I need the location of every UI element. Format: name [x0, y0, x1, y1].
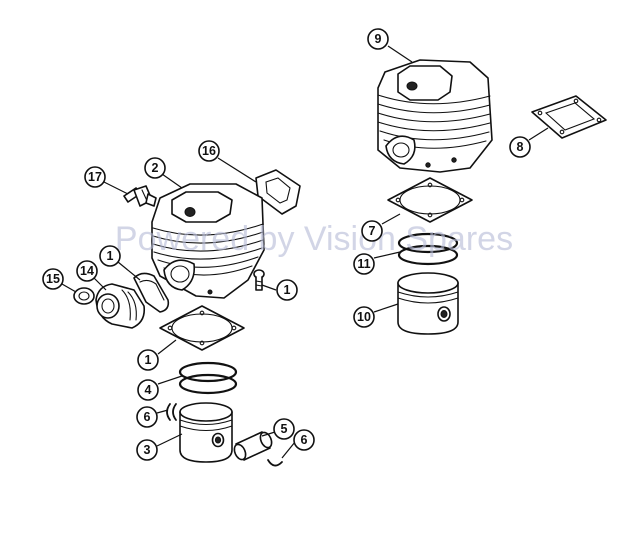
- callout-7: 7: [361, 220, 383, 242]
- callout-11: 11: [353, 253, 375, 275]
- cylinder-right: [377, 59, 493, 173]
- callout-label: 6: [301, 433, 308, 447]
- callout-10: 10: [353, 306, 375, 328]
- callout-1b: 1: [276, 279, 298, 301]
- callout-15: 15: [42, 268, 64, 290]
- callout-label: 8: [517, 140, 524, 154]
- gasket-7: [387, 177, 473, 223]
- piston-right: [397, 272, 459, 335]
- sleeve-15: [73, 287, 95, 305]
- callout-17: 17: [84, 166, 106, 188]
- callout-9: 9: [367, 28, 389, 50]
- callout-label: 1: [107, 249, 114, 263]
- leader-lines: [61, 45, 549, 459]
- callout-label: 11: [357, 257, 370, 271]
- callout-label: 1: [145, 353, 152, 367]
- circlip-6a: [166, 403, 177, 421]
- manifold-14: [95, 283, 146, 329]
- callout-label: 6: [144, 410, 151, 424]
- cylinder-left: [151, 183, 265, 299]
- watermark-text: Powered by Vision Spares: [115, 220, 513, 258]
- callout-label: 3: [144, 443, 151, 457]
- plug-17: [123, 185, 157, 207]
- callout-16: 16: [198, 140, 220, 162]
- callout-label: 14: [80, 264, 94, 278]
- gasket-1-base: [159, 305, 245, 351]
- piston-left: [179, 402, 233, 463]
- callout-label: 9: [375, 32, 382, 46]
- callout-label: 16: [202, 144, 216, 158]
- callout-5: 5: [273, 418, 295, 440]
- callout-4: 4: [137, 379, 159, 401]
- callout-label: 17: [88, 170, 102, 184]
- gasket-8: [531, 95, 607, 139]
- callout-label: 4: [145, 383, 152, 397]
- callout-label: 2: [152, 161, 159, 175]
- callout-1a: 1: [99, 245, 121, 267]
- clamp-1: [133, 272, 170, 313]
- callout-label: 5: [281, 422, 288, 436]
- piston-rings-left: [178, 361, 238, 395]
- callout-6b: 6: [293, 429, 315, 451]
- callout-1c: 1: [137, 349, 159, 371]
- callout-8: 8: [509, 136, 531, 158]
- callout-2: 2: [144, 157, 166, 179]
- piston-rings-right: [397, 232, 459, 266]
- callout-label: 7: [369, 224, 376, 238]
- callout-14: 14: [76, 260, 98, 282]
- callout-label: 15: [46, 272, 60, 286]
- callout-6a: 6: [136, 406, 158, 428]
- callout-3: 3: [136, 439, 158, 461]
- screw-1: [253, 269, 265, 291]
- circlip-6b: [267, 459, 283, 467]
- piston-pin-5: [233, 431, 273, 461]
- callout-label: 10: [357, 310, 371, 324]
- callout-label: 1: [284, 283, 291, 297]
